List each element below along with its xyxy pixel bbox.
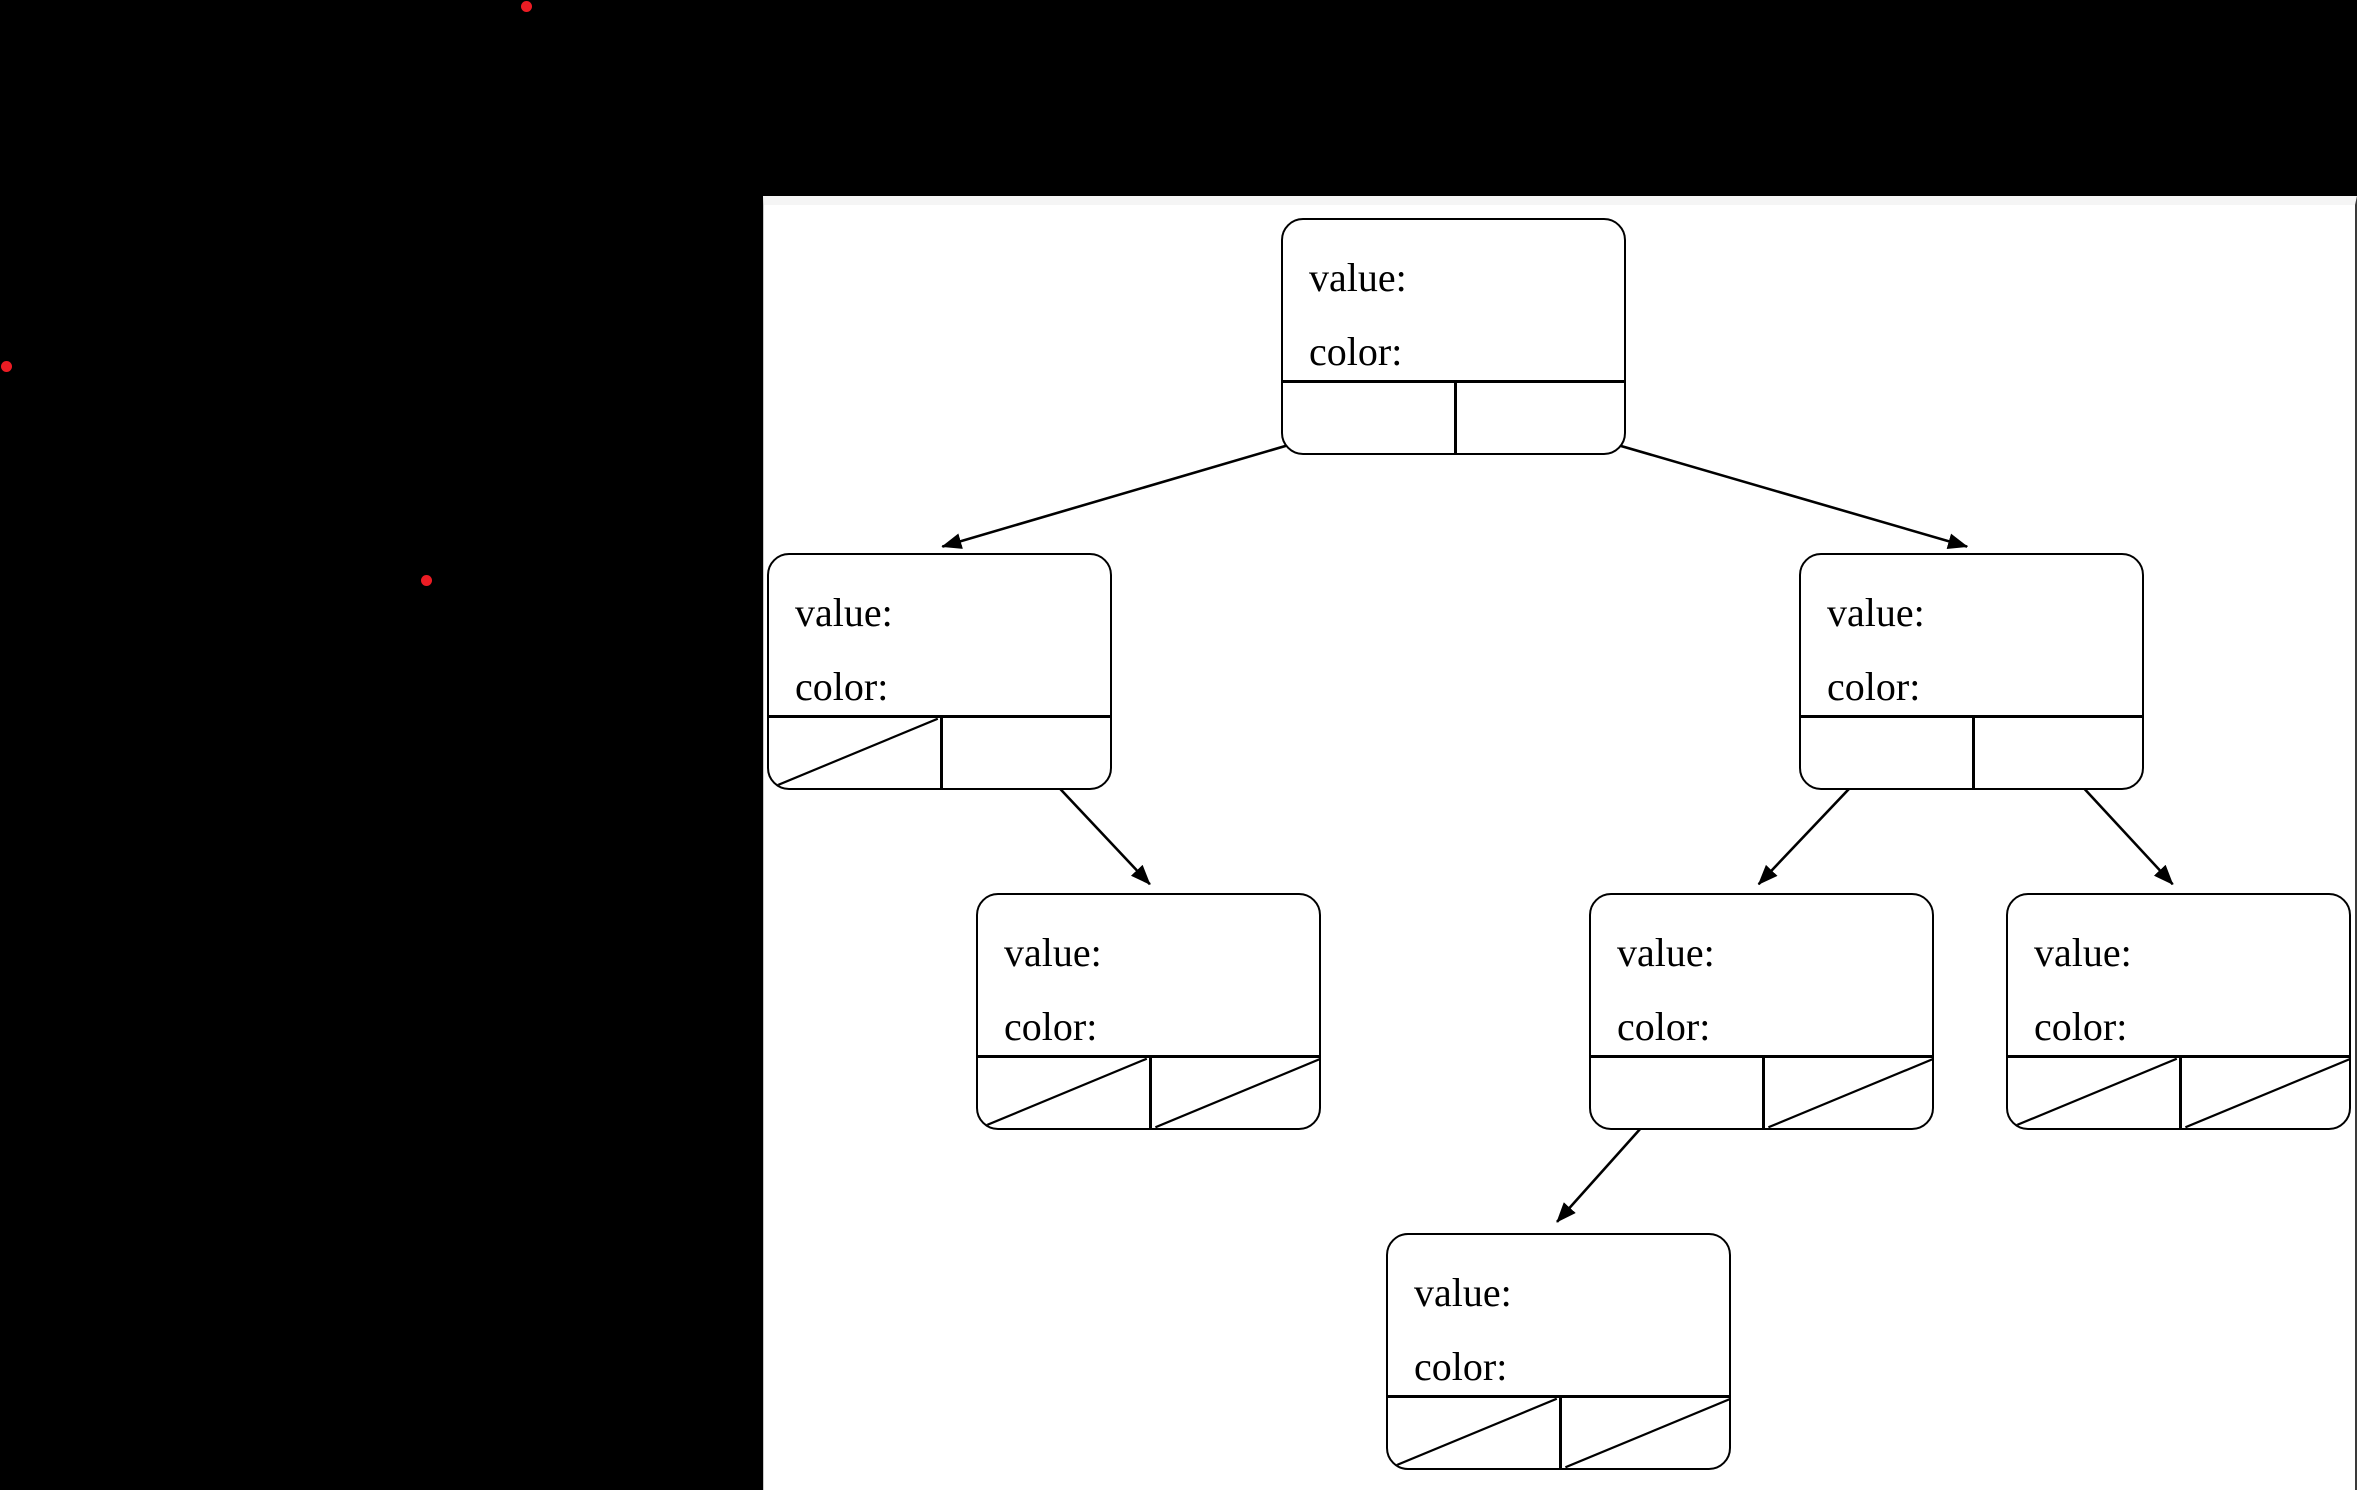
marker-dot-1 [521, 1, 532, 12]
node-color-label: color: [1414, 1344, 1508, 1389]
tree-node-n-deep[interactable]: value: color: [1386, 1233, 1731, 1470]
node-color-label: color: [1827, 664, 1921, 709]
tree-node-n-right[interactable]: value: color: [1799, 553, 2144, 790]
marker-dot-3 [421, 575, 432, 586]
node-pointer-left[interactable] [1591, 1058, 1762, 1128]
marker-dot-2 [1, 361, 12, 372]
node-pointer-right[interactable] [1148, 1058, 1322, 1128]
node-pointer-right[interactable] [1971, 718, 2143, 788]
node-pointer-right[interactable] [939, 718, 1111, 788]
node-pointer-left[interactable] [1283, 383, 1454, 453]
node-pointer-row [2008, 1055, 2349, 1128]
node-pointer-left[interactable] [1801, 718, 1972, 788]
node-pointer-right[interactable] [1453, 383, 1625, 453]
node-pointer-row [978, 1055, 1319, 1128]
node-pointer-row [1591, 1055, 1932, 1128]
node-value-label: value: [1414, 1270, 1512, 1315]
node-pointer-left[interactable] [978, 1058, 1149, 1128]
node-color-label: color: [1309, 329, 1403, 374]
tree-node-n-left-right[interactable]: value: color: [976, 893, 1321, 1130]
node-pointer-right[interactable] [1558, 1398, 1732, 1468]
diagram-canvas-inner: value:color:value:color:value:color:valu… [764, 205, 2355, 1490]
node-pointer-row [1283, 380, 1624, 453]
node-value-label: value: [1004, 930, 1102, 975]
tree-node-n-right-left[interactable]: value: color: [1589, 893, 1934, 1130]
node-color-label: color: [795, 664, 889, 709]
node-color-label: color: [1617, 1004, 1711, 1049]
node-value-label: value: [1827, 590, 1925, 635]
node-color-label: color: [1004, 1004, 1098, 1049]
tree-node-root[interactable]: value: color: [1281, 218, 1626, 455]
node-value-label: value: [1617, 930, 1715, 975]
node-pointer-row [769, 715, 1110, 788]
node-pointer-right[interactable] [2178, 1058, 2352, 1128]
node-pointer-left[interactable] [2008, 1058, 2179, 1128]
node-pointer-row [1801, 715, 2142, 788]
diagram-canvas[interactable]: value:color:value:color:value:color:valu… [763, 196, 2357, 1490]
node-pointer-left[interactable] [1388, 1398, 1559, 1468]
node-value-label: value: [795, 590, 893, 635]
node-pointer-left[interactable] [769, 718, 940, 788]
node-value-label: value: [1309, 255, 1407, 300]
node-pointer-row [1388, 1395, 1729, 1468]
tree-node-n-left[interactable]: value: color: [767, 553, 1112, 790]
tree-node-n-right-right[interactable]: value: color: [2006, 893, 2351, 1130]
node-value-label: value: [2034, 930, 2132, 975]
node-color-label: color: [2034, 1004, 2128, 1049]
node-pointer-right[interactable] [1761, 1058, 1935, 1128]
